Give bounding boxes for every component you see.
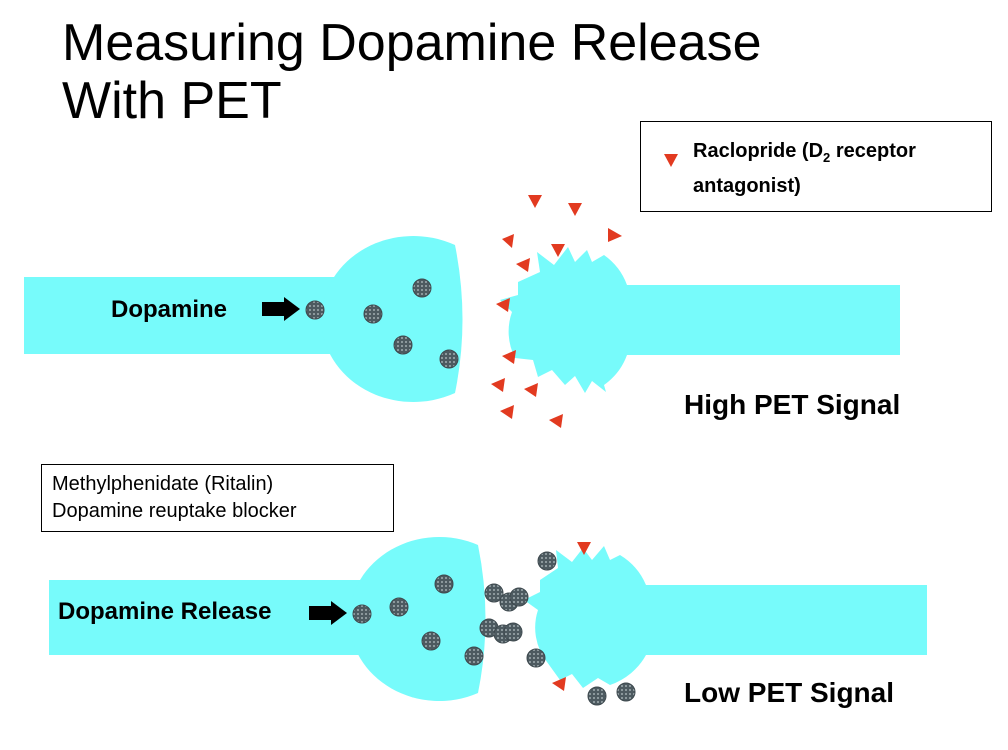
raclopride-molecule bbox=[577, 542, 591, 555]
dopamine-molecule bbox=[439, 349, 459, 369]
dopamine-molecule bbox=[421, 631, 441, 651]
bottom-raclopride-molecules bbox=[552, 542, 591, 691]
legend-box: Raclopride (D2 receptor antagonist) bbox=[640, 121, 992, 212]
legend-text-rest: receptor antagonist) bbox=[693, 140, 916, 197]
dopamine-molecule bbox=[305, 300, 325, 320]
legend-text-main: Raclopride (D bbox=[693, 140, 824, 162]
raclopride-molecule bbox=[568, 203, 582, 216]
bottom-dopamine-release-label: Dopamine Release bbox=[58, 598, 272, 625]
raclopride-molecule bbox=[528, 195, 542, 208]
slide-title: Measuring Dopamine Release With PET bbox=[62, 14, 962, 130]
dopamine-molecule bbox=[464, 646, 484, 666]
raclopride-molecule bbox=[491, 378, 505, 392]
raclopride-molecule bbox=[496, 298, 510, 312]
dopamine-molecule bbox=[509, 587, 529, 607]
dopamine-molecule bbox=[434, 574, 454, 594]
top-dopamine-label: Dopamine bbox=[111, 296, 228, 323]
top-arrow-icon bbox=[262, 297, 300, 321]
low-pet-signal-label: Low PET Signal bbox=[684, 677, 895, 708]
dopamine-molecule bbox=[412, 278, 432, 298]
bottom-dopamine-molecules bbox=[352, 551, 636, 706]
raclopride-molecule bbox=[549, 414, 563, 428]
dopamine-molecule bbox=[503, 622, 523, 642]
raclopride-molecule bbox=[552, 677, 566, 691]
raclopride-molecule bbox=[502, 234, 514, 248]
dopamine-molecule bbox=[587, 686, 607, 706]
legend-text-subscript: 2 bbox=[823, 150, 831, 165]
legend-label: Raclopride (D2 receptor antagonist) bbox=[693, 137, 983, 200]
bottom-presynaptic-terminal bbox=[349, 537, 486, 701]
dopamine-molecule bbox=[363, 304, 383, 324]
methylphenidate-note: Methylphenidate (Ritalin) Dopamine reupt… bbox=[41, 464, 394, 532]
top-postsynaptic-terminal bbox=[500, 247, 900, 393]
high-pet-signal-label: High PET Signal bbox=[684, 389, 901, 420]
dopamine-molecule bbox=[537, 551, 557, 571]
raclopride-molecule bbox=[551, 244, 565, 257]
bottom-synapse bbox=[49, 537, 927, 701]
raclopride-molecule bbox=[516, 258, 530, 272]
dopamine-molecule bbox=[389, 597, 409, 617]
top-dopamine-molecules bbox=[305, 278, 459, 369]
note-line-2: Dopamine reuptake blocker bbox=[52, 500, 297, 522]
dopamine-molecule bbox=[526, 648, 546, 668]
dopamine-molecule bbox=[352, 604, 372, 624]
top-raclopride-molecules bbox=[491, 195, 622, 428]
raclopride-molecule bbox=[608, 228, 622, 242]
dopamine-molecule bbox=[484, 583, 504, 603]
raclopride-triangle-icon bbox=[664, 154, 678, 167]
note-line-1: Methylphenidate (Ritalin) bbox=[52, 473, 274, 495]
top-presynaptic-terminal bbox=[321, 235, 463, 402]
raclopride-molecule bbox=[500, 405, 514, 419]
raclopride-molecule bbox=[502, 350, 516, 364]
bottom-arrow-icon bbox=[309, 601, 347, 625]
raclopride-molecule bbox=[524, 383, 538, 397]
dopamine-molecule bbox=[616, 682, 636, 702]
title-line-1: Measuring Dopamine Release bbox=[62, 14, 762, 72]
bottom-postsynaptic-terminal bbox=[524, 546, 927, 688]
dopamine-molecule bbox=[393, 335, 413, 355]
title-line-2: With PET bbox=[62, 72, 282, 130]
